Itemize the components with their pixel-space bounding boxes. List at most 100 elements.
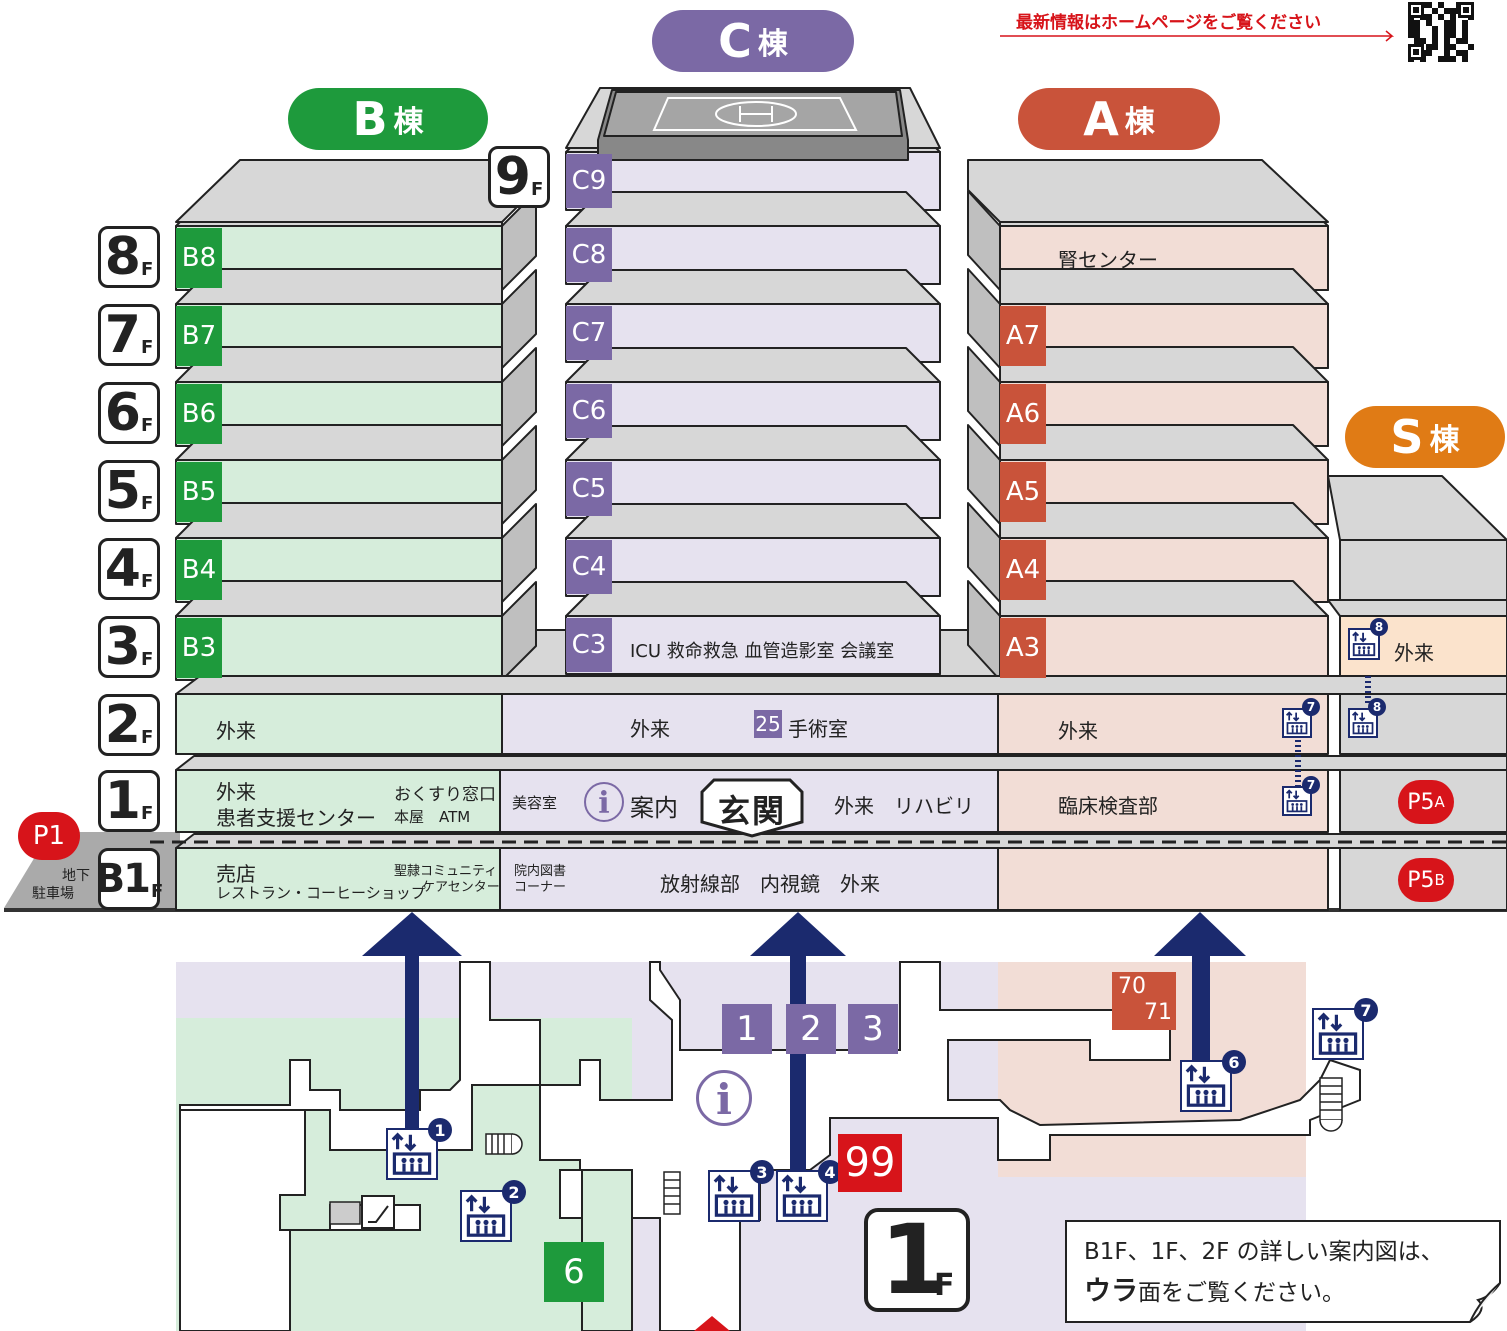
elevator-7-number: 7 xyxy=(1302,698,1320,716)
floor-tag-c6: C6 xyxy=(566,384,612,438)
label-b1-community: 聖隷コミュニティ xyxy=(394,864,498,879)
label-s3-outpatient: 外来 xyxy=(1394,641,1434,665)
floor-tag-a5: A5 xyxy=(1000,462,1046,522)
heliport-marking-icon xyxy=(652,97,858,131)
label-c1f-rehab: 外来 リハビリ xyxy=(834,794,974,818)
elevator-7-number: 7 xyxy=(1354,998,1378,1022)
escalator-icon xyxy=(329,1195,395,1229)
current-floor-badge: 1 F xyxy=(864,1204,970,1316)
a-floor-2 xyxy=(997,693,1329,755)
label-b1f-support: 患者支援センター xyxy=(216,806,376,830)
info-icon: i xyxy=(696,1070,752,1126)
label-c1f-info: 案内 xyxy=(630,794,678,822)
outpatient-1-box: 1 xyxy=(722,1004,772,1054)
qr-code-icon xyxy=(1406,0,1478,62)
floor-tag-b7: B7 xyxy=(176,306,222,366)
floor-tag-c5: C5 xyxy=(566,462,612,516)
outpatient-70-71-box: 70 71 xyxy=(1112,972,1176,1030)
outpatient-6-box: 6 xyxy=(544,1242,604,1302)
label-c3-rooms: ICU 救命救急 血管造影室 会議室 xyxy=(630,641,895,662)
elevator-2-number: 2 xyxy=(502,1180,526,1204)
label-b1-corner: コーナー xyxy=(514,880,567,895)
floor-tag-a7: A7 xyxy=(1000,306,1046,366)
c2-surgery-number: 25 xyxy=(754,710,782,738)
label-a1f-lab: 臨床検査部 xyxy=(1058,794,1158,818)
elevator-7-number: 7 xyxy=(1302,776,1320,794)
floor-tag-b6: B6 xyxy=(176,384,222,444)
label-b1-store: 売店 xyxy=(216,862,256,886)
a-floor-b1 xyxy=(997,847,1329,911)
floor-tag-b4: B4 xyxy=(176,540,222,600)
floor-tag-c7: C7 xyxy=(566,306,612,360)
label-c2-surgery: 手術室 xyxy=(788,717,848,741)
b-floor-3 xyxy=(175,615,503,681)
floor-tag-c9: C9 xyxy=(566,154,612,208)
elevator-7-icon[interactable] xyxy=(1282,786,1312,816)
floor-tag-a3: A3 xyxy=(1000,618,1046,678)
info-icon: i xyxy=(584,782,624,822)
elevator-1-icon[interactable] xyxy=(386,1128,438,1180)
note-box xyxy=(1065,1220,1501,1323)
label-b1f-pharmacy: おくすり窓口 xyxy=(394,785,496,805)
elevator-8-number: 8 xyxy=(1368,698,1386,716)
outpatient-99-box: 99 xyxy=(838,1134,902,1192)
label-underground: 地下 xyxy=(62,868,90,884)
elevator-3-icon[interactable] xyxy=(708,1170,760,1222)
floor-tag-c8: C8 xyxy=(566,228,612,282)
elevator-4-icon[interactable] xyxy=(776,1170,828,1222)
a-floor-1 xyxy=(997,769,1329,833)
floor-tag-b5: B5 xyxy=(176,462,222,522)
s-floor-4 xyxy=(1339,539,1507,601)
label-a2-outpatient: 外来 xyxy=(1058,719,1098,743)
label-c1f-salon: 美容室 xyxy=(512,794,558,812)
parking-p1-badge[interactable]: P1 xyxy=(18,812,80,860)
note-text: B1F、1F、2F の詳しい案内図は、 ウラ面をご覧ください。 xyxy=(1084,1239,1444,1307)
floor-tag-c4: C4 xyxy=(566,540,612,594)
a-floor-3 xyxy=(999,615,1329,681)
label-b1f-bookstore: 本屋 ATM xyxy=(394,808,471,826)
label-parking: 駐車場 xyxy=(32,886,74,902)
elevator-1-number: 1 xyxy=(428,1118,452,1142)
label-b1-library: 院内図書 xyxy=(514,864,567,879)
elevator-3-number: 3 xyxy=(750,1160,774,1184)
label-b1f-outpatient: 外来 xyxy=(216,780,256,804)
floor-tag-c3: C3 xyxy=(566,618,612,672)
label-b2-outpatient: 外来 xyxy=(216,719,256,743)
label-b1-radiology: 放射線部 内視鏡 外来 xyxy=(660,872,880,896)
floor-tag-a6: A6 xyxy=(1000,384,1046,444)
label-b1-restaurant: レストラン・コーヒーショップ xyxy=(216,884,426,902)
elevator-6-number: 6 xyxy=(1222,1050,1246,1074)
c-floor-2 xyxy=(501,693,999,755)
b-roof xyxy=(175,159,535,223)
entrance-sign: 玄関 xyxy=(700,778,804,838)
a-roof xyxy=(967,159,1329,223)
label-c2-outpatient: 外来 xyxy=(630,717,670,741)
floor-tag-a4: A4 xyxy=(1000,540,1046,600)
elevator-8-number: 8 xyxy=(1370,618,1388,636)
website-notice[interactable]: 最新情報はホームページをご覧ください xyxy=(1016,13,1322,33)
elevator-2-icon[interactable] xyxy=(460,1190,512,1242)
floor-tag-b8: B8 xyxy=(176,228,222,288)
label-b1-carecenter: ケアセンター xyxy=(422,880,500,895)
floor-tag-b3: B3 xyxy=(176,618,222,678)
outpatient-2-box: 2 xyxy=(786,1004,836,1054)
s-roof xyxy=(1327,475,1507,541)
label-kidney-center: 腎センター xyxy=(1058,248,1158,272)
outpatient-3-box: 3 xyxy=(848,1004,898,1054)
